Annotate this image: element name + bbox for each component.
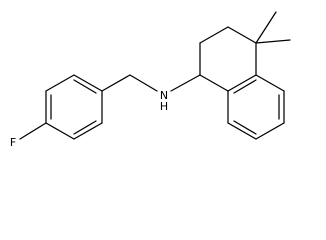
ring-bond — [227, 26, 257, 44]
ch2-to-n-bond — [129, 74, 158, 92]
gem-dimethyl — [255, 11, 291, 44]
ring-bond — [227, 122, 257, 140]
ring-bond — [255, 74, 285, 92]
ring-bond — [45, 74, 75, 92]
ring-bond — [73, 74, 103, 92]
ring-double-bond — [73, 79, 97, 94]
structure-canvas: N H F — [10, 11, 291, 149]
atom-label-hydrogen: H — [160, 100, 168, 113]
ring-double-bond — [233, 120, 257, 135]
ring-bond — [199, 74, 229, 92]
ring-double-bond — [73, 120, 97, 135]
saturated-ring — [199, 26, 257, 92]
methyl-bond — [255, 39, 291, 44]
fused-benzene-ring — [227, 74, 285, 140]
bond-line — [19, 122, 47, 140]
ring-bond — [45, 122, 75, 140]
ring-to-ch2-bond — [101, 74, 131, 92]
molecule-structure: N H F — [10, 11, 291, 149]
ring-bond — [199, 26, 229, 44]
ring-bond — [73, 122, 103, 140]
atom-label-fluorine: F — [10, 136, 16, 149]
fluorophenyl-ring — [45, 74, 103, 140]
n-to-c1-bond — [170, 74, 201, 92]
atom-label-nitrogen: N — [160, 89, 168, 102]
ring-bond — [227, 74, 257, 92]
ring-bond — [255, 122, 285, 140]
methyl-bond — [255, 11, 277, 44]
benzyl-linker — [101, 74, 201, 92]
ring-double-bond — [233, 79, 257, 94]
c-f-bond — [19, 122, 47, 140]
